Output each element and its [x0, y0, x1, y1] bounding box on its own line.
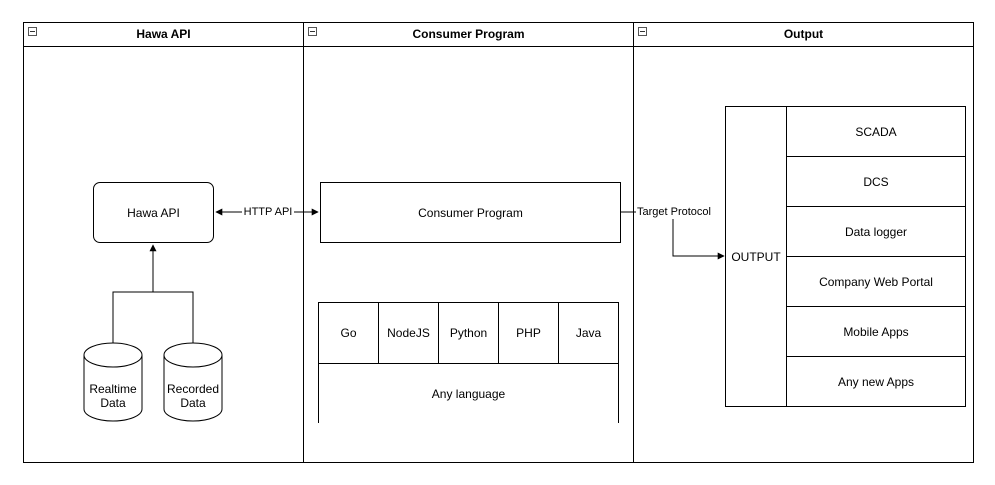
any-language-cell: Any language: [319, 364, 618, 423]
output-item-company-web-portal: Company Web Portal: [787, 257, 965, 307]
http-api-label: HTTP API: [242, 206, 294, 219]
output-label-cell: OUTPUT: [726, 107, 787, 406]
output-item-mobile-apps: Mobile Apps: [787, 307, 965, 357]
output-targets: SCADA DCS Data logger Company Web Portal…: [787, 107, 965, 406]
output-item-scada: SCADA: [787, 107, 965, 157]
language-cell-php: PHP: [499, 303, 559, 363]
collapse-icon[interactable]: [638, 27, 647, 36]
realtime-data-label: Realtime Data: [89, 382, 137, 410]
output-item-any-new-apps: Any new Apps: [787, 357, 965, 406]
language-cell-go: Go: [319, 303, 379, 363]
lane-title: Output: [783, 27, 824, 41]
language-cell-nodejs: NodeJS: [379, 303, 439, 363]
lane-header: Hawa API: [24, 23, 303, 47]
realtime-data-cylinder: [83, 342, 143, 422]
lane-title: Hawa API: [136, 27, 191, 41]
output-item-dcs: DCS: [787, 157, 965, 207]
target-protocol-label: Target Protocol: [636, 206, 712, 219]
languages-row: Go NodeJS Python PHP Java: [319, 303, 618, 364]
languages-table: Go NodeJS Python PHP Java Any language: [318, 302, 619, 423]
collapse-icon[interactable]: [28, 27, 37, 36]
lane-header: Consumer Program: [304, 23, 633, 47]
output-table: OUTPUT SCADA DCS Data logger Company Web…: [725, 106, 966, 407]
lane-header: Output: [634, 23, 973, 47]
consumer-program-box[interactable]: Consumer Program: [320, 182, 621, 243]
collapse-icon[interactable]: [308, 27, 317, 36]
recorded-data-label: Recorded Data: [166, 382, 220, 410]
recorded-data-cylinder: [163, 342, 223, 422]
realtime-to-hawa-line: [112, 291, 153, 343]
lane-title: Consumer Program: [412, 27, 525, 41]
language-cell-python: Python: [439, 303, 499, 363]
output-item-data-logger: Data logger: [787, 207, 965, 257]
hawa-api-box[interactable]: Hawa API: [93, 182, 214, 243]
recorded-to-hawa-line: [149, 244, 194, 343]
language-cell-java: Java: [559, 303, 618, 363]
